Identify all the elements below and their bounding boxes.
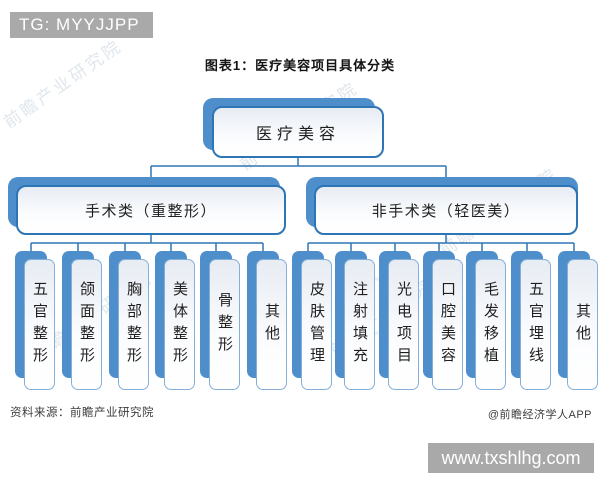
leaf-label: 胸部整形 bbox=[125, 280, 143, 369]
leaf-label: 五官埋线 bbox=[527, 280, 545, 369]
leaf-label-box: 颌面整形 bbox=[71, 259, 102, 390]
tg-watermark-bar: TG: MYYJJPP bbox=[10, 12, 153, 38]
leaf-label: 其他 bbox=[574, 302, 592, 347]
leaf-label-box: 美体整形 bbox=[164, 259, 195, 390]
url-watermark-bar: www.txshlhg.com bbox=[428, 443, 594, 473]
leaf-label: 皮肤管理 bbox=[308, 280, 326, 369]
leaf-label: 五官整形 bbox=[31, 280, 49, 369]
leaf-label-box: 皮肤管理 bbox=[301, 259, 332, 390]
leaf-label: 骨整形 bbox=[216, 291, 234, 358]
connector-right-branch-to-leaves bbox=[307, 235, 575, 252]
leaf-label-box: 其他 bbox=[256, 259, 287, 390]
connector-left-branch-to-leaves bbox=[30, 235, 264, 252]
leaf-label-box: 毛发移植 bbox=[475, 259, 506, 390]
leaf-label: 光电项目 bbox=[395, 280, 413, 369]
node-label: 医疗美容 bbox=[212, 106, 384, 158]
leaf-label: 其他 bbox=[263, 302, 281, 347]
leaf-label: 颌面整形 bbox=[78, 280, 96, 369]
leaf-label: 注射填充 bbox=[351, 280, 369, 369]
leaf-label-box: 口腔美容 bbox=[432, 259, 463, 390]
leaf-label-box: 胸部整形 bbox=[118, 259, 149, 390]
diagonal-watermark: 前瞻产业研究院 bbox=[0, 36, 127, 133]
leaf-label-box: 骨整形 bbox=[209, 259, 240, 390]
leaf-label-box: 五官整形 bbox=[24, 259, 55, 390]
leaf-label-box: 五官埋线 bbox=[520, 259, 551, 390]
node-label: 非手术类（轻医美） bbox=[314, 185, 578, 235]
leaf-label-box: 注射填充 bbox=[344, 259, 375, 390]
node-label: 手术类（重整形） bbox=[16, 185, 286, 235]
leaf-label-box: 其他 bbox=[567, 259, 598, 390]
leaf-label: 美体整形 bbox=[171, 280, 189, 369]
leaf-label-box: 光电项目 bbox=[388, 259, 419, 390]
connector-root-to-branches bbox=[150, 158, 447, 178]
credit-note: @前瞻经济学人APP bbox=[487, 409, 592, 421]
leaf-label: 毛发移植 bbox=[482, 280, 500, 369]
figure-title: 图表1：医疗美容项目具体分类 bbox=[204, 58, 396, 73]
leaf-label: 口腔美容 bbox=[439, 280, 457, 369]
source-note: 资料来源：前瞻产业研究院 bbox=[10, 407, 154, 419]
